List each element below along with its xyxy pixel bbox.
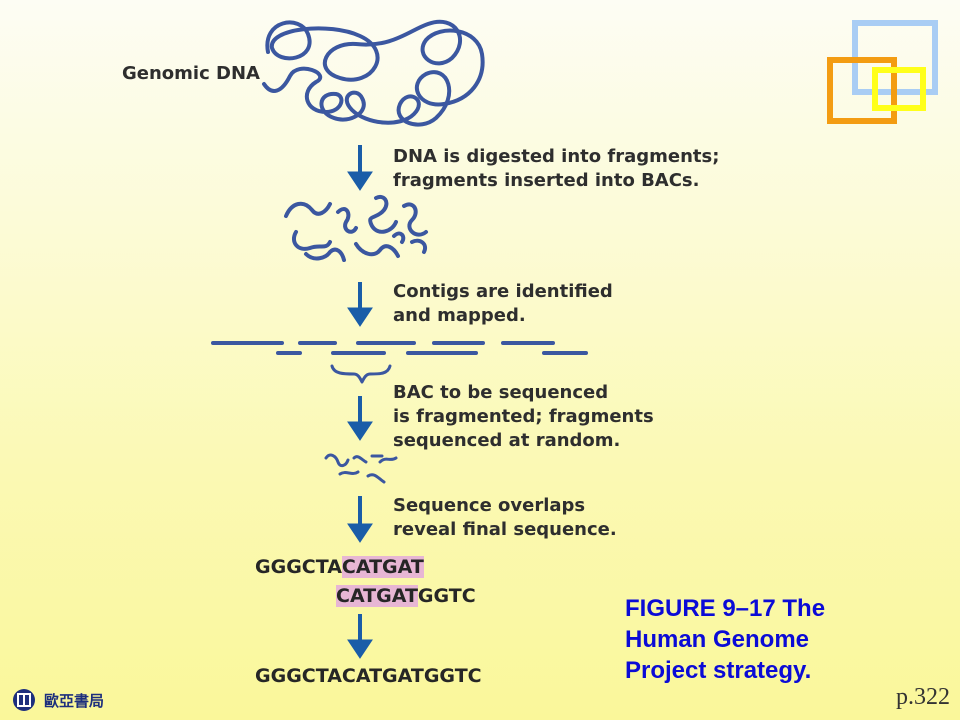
- read-1-sequence: GGGCTACATGAT: [255, 555, 424, 579]
- small-fragment: [324, 453, 350, 468]
- read-2-overlap: CATGAT: [336, 585, 418, 607]
- bac-fragment: [410, 238, 427, 254]
- bac-fragment: [304, 247, 346, 262]
- read-2-sequence: CATGATGGTC: [336, 584, 476, 608]
- bac-selection-brace: [330, 364, 392, 384]
- small-fragment: [366, 473, 386, 484]
- read-1-unique: GGGCTA: [255, 556, 342, 578]
- bac-fragment: [392, 231, 406, 244]
- bac-fragment: [368, 195, 398, 234]
- figure-caption: FIGURE 9–17 The Human Genome Project str…: [625, 595, 826, 684]
- step3-text: BAC to be sequenced is fragmented; fragm…: [393, 382, 654, 451]
- small-fragment: [338, 470, 360, 476]
- genomic-dna-label: Genomic DNA: [122, 63, 260, 84]
- page-number: p.322: [896, 684, 950, 710]
- publisher-name: 歐亞書局: [44, 692, 105, 710]
- decor-square-yellow: [872, 67, 926, 111]
- bac-fragment: [284, 201, 332, 218]
- read-1-overlap: CATGAT: [341, 556, 424, 578]
- step4-text: Sequence overlaps reveal final sequence.: [393, 495, 617, 540]
- decor-square-orange: [827, 57, 897, 124]
- bac-fragment: [402, 202, 428, 237]
- bac-fragment: [291, 230, 332, 251]
- arrow-step-3: [347, 396, 373, 441]
- step1-text: DNA is digested into fragments; fragment…: [393, 146, 720, 191]
- arrow-step-4: [347, 496, 373, 543]
- bac-fragment: [354, 242, 400, 258]
- arrow-step-2: [347, 282, 373, 327]
- small-fragment: [352, 455, 368, 464]
- read-2-unique: GGTC: [417, 585, 476, 607]
- step2-text: Contigs are identified and mapped.: [393, 281, 613, 326]
- small-fragment: [378, 456, 398, 464]
- final-sequence: GGGCTACATGATGGTC: [255, 665, 482, 687]
- publisher-logo-icon: [13, 689, 35, 711]
- genomic-dna-strand: [262, 19, 485, 127]
- bac-fragment: [336, 207, 358, 234]
- arrow-step-1: [347, 145, 373, 191]
- arrow-step-5: [347, 614, 373, 659]
